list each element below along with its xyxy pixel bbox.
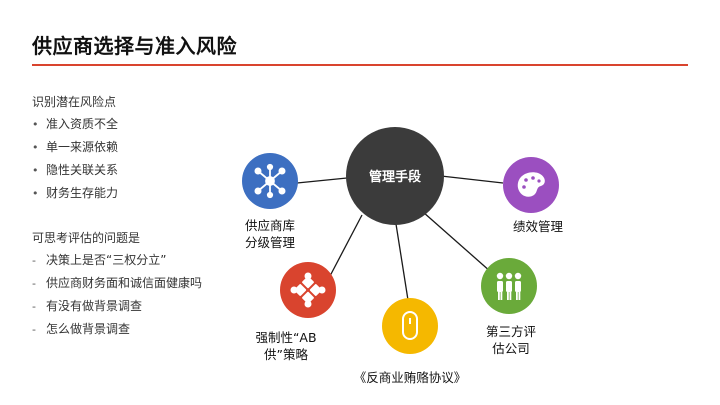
network-icon <box>254 163 286 199</box>
node-label-line: 供”策略 <box>264 347 308 362</box>
hub-label: 管理手段 <box>368 170 421 185</box>
list-item: -决策上是否“三权分立” <box>32 249 262 272</box>
node-circle <box>382 298 438 354</box>
node-label-anti-bribery: 《反商业贿赂协议》 <box>340 369 480 386</box>
bullet-marker: • <box>32 187 39 200</box>
left-text-column: 识别潜在风险点 •准入资质不全 •单一来源依赖 •隐性关联关系 •财务生存能力 … <box>32 92 262 341</box>
node-ab-strategy <box>280 262 336 318</box>
title-divider <box>32 64 688 66</box>
node-circle <box>280 262 336 318</box>
node-label-line: 绩效管理 <box>512 219 563 234</box>
list-item-text: 怎么做背景调查 <box>46 322 131 336</box>
node-label-line: 估公司 <box>492 341 530 356</box>
bullet-marker: • <box>32 141 39 154</box>
palette-icon <box>517 172 545 197</box>
node-label-line: 第三方评 <box>485 324 536 339</box>
node-label-line: 分级管理 <box>244 235 295 250</box>
connector-line <box>296 177 348 184</box>
node-label-tiered: 供应商库 分级管理 <box>238 217 302 251</box>
node-label-performance: 绩效管理 <box>506 218 570 235</box>
list-item-text: 供应商财务面和诚信面健康吗 <box>46 276 203 290</box>
list-item: -怎么做背景调查 <box>32 318 262 341</box>
node-tiered-management <box>242 153 298 209</box>
node-label-line: 《反商业贿赂协议》 <box>353 370 467 385</box>
node-label-third-party: 第三方评 估公司 <box>476 323 546 357</box>
dash-marker: - <box>32 277 36 290</box>
list-item: -供应商财务面和诚信面健康吗 <box>32 272 262 295</box>
node-label-line: 供应商库 <box>244 218 295 233</box>
people-icon <box>496 272 522 300</box>
hub-circle <box>346 127 444 225</box>
connector-line <box>440 175 504 184</box>
connector-line <box>395 223 409 301</box>
list-item: • 隐性关联关系 <box>32 159 262 182</box>
list-item-text: 有没有做背景调查 <box>46 299 143 313</box>
puzzle-icon <box>290 272 326 308</box>
dash-marker: - <box>32 323 36 336</box>
slide-title: 供应商选择与准入风险 <box>32 34 237 58</box>
list-item-text: 决策上是否“三权分立” <box>46 253 167 267</box>
connector-line <box>329 214 363 277</box>
list-item-text: 单一来源依赖 <box>46 140 119 154</box>
questions-heading: 可思考评估的问题是 <box>32 231 141 245</box>
list-item-text: 财务生存能力 <box>46 186 119 200</box>
node-label-line: 强制性“AB <box>255 330 317 345</box>
risk-points-heading: 识别潜在风险点 <box>32 95 117 109</box>
mouse-icon <box>402 311 418 340</box>
risk-points-list: • 准入资质不全 • 单一来源依赖 • 隐性关联关系 • 财务生存能力 <box>32 113 262 205</box>
bullet-marker: • <box>32 164 39 177</box>
node-performance <box>503 157 559 213</box>
list-item: • 准入资质不全 <box>32 113 262 136</box>
bullet-marker: • <box>32 118 39 131</box>
list-item-text: 隐性关联关系 <box>46 163 119 177</box>
questions-list: -决策上是否“三权分立” -供应商财务面和诚信面健康吗 -有没有做背景调查 -怎… <box>32 249 262 341</box>
list-item-text: 准入资质不全 <box>46 117 119 131</box>
list-item: • 单一来源依赖 <box>32 136 262 159</box>
list-item: -有没有做背景调查 <box>32 295 262 318</box>
dash-marker: - <box>32 254 36 267</box>
dash-marker: - <box>32 300 36 313</box>
node-third-party <box>481 258 537 314</box>
node-label-ab: 强制性“AB 供”策略 <box>246 329 326 363</box>
list-item: • 财务生存能力 <box>32 182 262 205</box>
node-anti-bribery <box>382 298 438 354</box>
connector-line <box>422 211 492 273</box>
